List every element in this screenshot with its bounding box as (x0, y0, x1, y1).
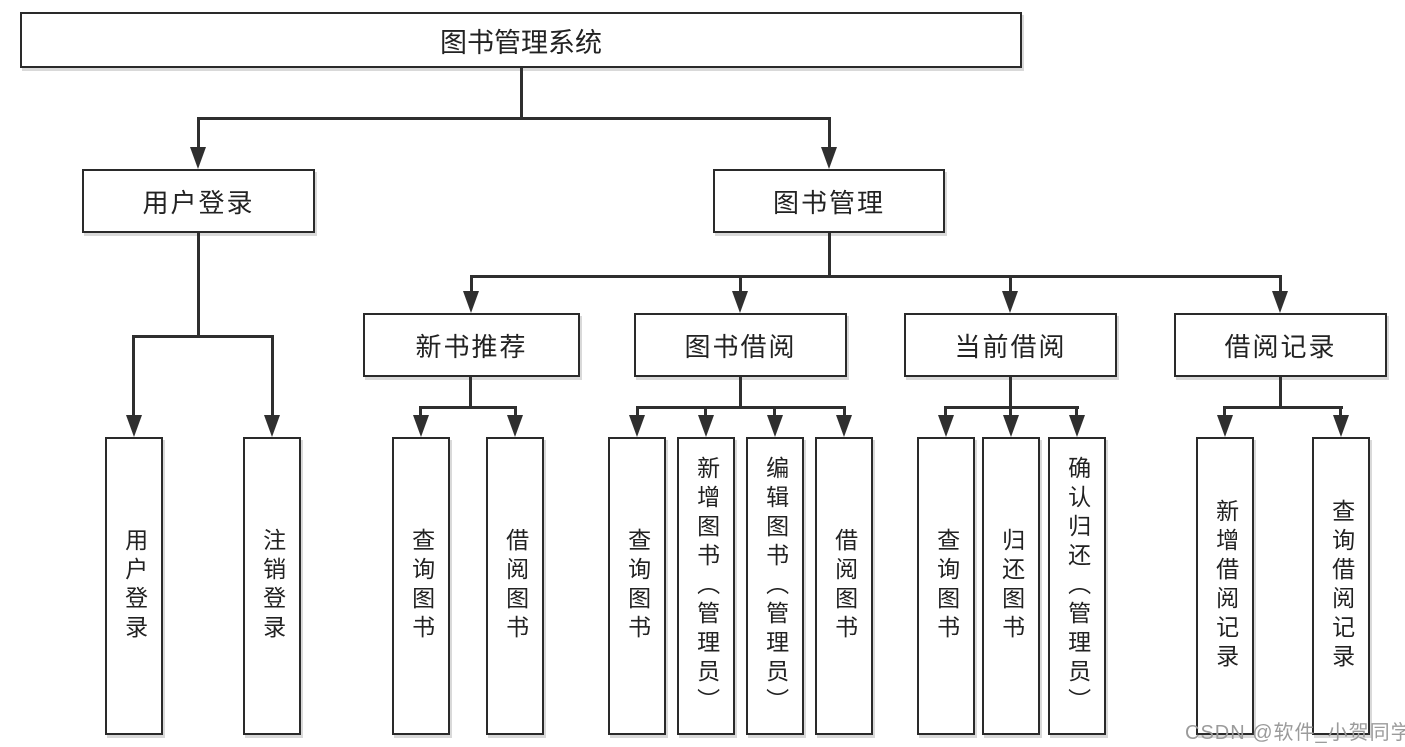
connector-stem-leaf-logout (271, 335, 274, 415)
leaf-current-confirm-admin: 确认归还（管理员） (1048, 437, 1106, 735)
leaf-logout: 注销登录 (243, 437, 301, 735)
arrowhead-newbook-query (413, 415, 429, 437)
leaf-newbook-borrow: 借阅图书 (486, 437, 544, 735)
arrowhead-newbook-borrow (507, 415, 523, 437)
arrowhead-user-login (190, 147, 206, 169)
leaf-current-confirm-admin-label: 确认归还（管理员） (1064, 455, 1091, 717)
node-user-login: 用户登录 (82, 169, 315, 233)
csdn-watermark: CSDN @软件_小贺同学 (1185, 722, 1405, 744)
node-root-system: 图书管理系统 (20, 12, 1022, 68)
leaf-record-query-label: 查询借阅记录 (1328, 499, 1355, 673)
arrowhead-borrow-add (698, 415, 714, 437)
connector-userlogin-stem (197, 233, 200, 337)
connector-borrowrecord-hline (1223, 406, 1343, 409)
arrowhead-borrow-query (629, 415, 645, 437)
connector-stem-borrow-query (636, 406, 639, 417)
leaf-newbook-query: 查询图书 (392, 437, 450, 735)
arrowhead-current-query (938, 415, 954, 437)
leaf-borrow-edit-admin-label: 编辑图书（管理员） (762, 455, 789, 717)
connector-stem-book-borrow (739, 275, 742, 293)
leaf-current-query: 查询图书 (917, 437, 975, 735)
connector-newbook-hline (419, 406, 517, 409)
node-new-book-recommend-label: 新书推荐 (415, 331, 528, 362)
leaf-borrow-query: 查询图书 (608, 437, 666, 735)
connector-newbook-stem (469, 377, 472, 408)
leaf-borrow-add-admin: 新增图书（管理员） (677, 437, 735, 735)
connector-stem-borrow-borrow (843, 406, 846, 417)
leaf-borrow-query-label: 查询图书 (624, 528, 651, 644)
connector-stem-current-borrow (1009, 275, 1012, 293)
connector-stem-user-login (197, 117, 200, 149)
arrowhead-book-management (821, 147, 837, 169)
connector-stem-borrow-edit (773, 406, 776, 417)
connector-currentborrow-stem (1009, 377, 1012, 408)
connector-bookmgmt-stem (828, 233, 831, 278)
connector-stem-book-management (828, 117, 831, 149)
connector-bookborrow-hline (636, 406, 846, 409)
leaf-record-add: 新增借阅记录 (1196, 437, 1254, 735)
arrowhead-current-confirm (1069, 415, 1085, 437)
node-book-management-label: 图书管理 (772, 187, 885, 218)
arrowhead-leaf-user-login (126, 415, 142, 437)
node-borrow-record: 借阅记录 (1174, 313, 1387, 377)
node-book-borrow-label: 图书借阅 (684, 331, 797, 362)
connector-bookmgmt-hline (470, 275, 1282, 278)
leaf-user-login-label: 用户登录 (121, 528, 148, 644)
leaf-borrow-edit-admin: 编辑图书（管理员） (746, 437, 804, 735)
connector-stem-new-book-recommend (470, 275, 473, 293)
arrowhead-borrow-edit (767, 415, 783, 437)
arrowhead-leaf-logout (264, 415, 280, 437)
connector-stem-current-return (1009, 406, 1012, 417)
node-root-label: 图书管理系统 (440, 27, 602, 58)
leaf-borrow-borrow-label: 借阅图书 (831, 528, 858, 644)
connector-stem-newbook-borrow (514, 406, 517, 417)
connector-stem-borrow-add (704, 406, 707, 417)
node-borrow-record-label: 借阅记录 (1224, 331, 1337, 362)
connector-stem-current-confirm (1075, 406, 1078, 417)
node-new-book-recommend: 新书推荐 (363, 313, 580, 377)
connector-stem-borrow-record (1279, 275, 1282, 293)
arrowhead-record-add (1217, 415, 1233, 437)
arrowhead-borrow-record (1272, 291, 1288, 313)
node-current-borrow: 当前借阅 (904, 313, 1117, 377)
leaf-record-add-label: 新增借阅记录 (1212, 499, 1239, 673)
connector-stem-newbook-query (419, 406, 422, 417)
arrowhead-record-query (1333, 415, 1349, 437)
connector-userlogin-hline (132, 335, 274, 338)
connector-root-stem (520, 68, 523, 119)
leaf-current-return-label: 归还图书 (998, 528, 1025, 644)
leaf-newbook-borrow-label: 借阅图书 (502, 528, 529, 644)
leaf-current-return: 归还图书 (982, 437, 1040, 735)
leaf-borrow-borrow: 借阅图书 (815, 437, 873, 735)
connector-stem-record-query (1339, 406, 1342, 417)
connector-stem-leaf-user-login (132, 335, 135, 415)
leaf-record-query: 查询借阅记录 (1312, 437, 1370, 735)
connector-bookborrow-stem (739, 377, 742, 408)
arrowhead-current-borrow (1002, 291, 1018, 313)
leaf-current-query-label: 查询图书 (933, 528, 960, 644)
arrowhead-book-borrow (732, 291, 748, 313)
connector-borrowrecord-stem (1279, 377, 1282, 408)
leaf-logout-label: 注销登录 (259, 528, 286, 644)
connector-stem-record-add (1223, 406, 1226, 417)
arrowhead-current-return (1003, 415, 1019, 437)
leaf-borrow-add-admin-label: 新增图书（管理员） (693, 455, 720, 717)
node-user-login-label: 用户登录 (142, 187, 255, 218)
arrowhead-new-book-recommend (463, 291, 479, 313)
node-current-borrow-label: 当前借阅 (954, 331, 1067, 362)
node-book-borrow: 图书借阅 (634, 313, 847, 377)
leaf-newbook-query-label: 查询图书 (408, 528, 435, 644)
leaf-user-login: 用户登录 (105, 437, 163, 735)
node-book-management: 图书管理 (713, 169, 945, 233)
connector-stem-current-query (944, 406, 947, 417)
connector-root-hline (197, 117, 831, 120)
arrowhead-borrow-borrow (836, 415, 852, 437)
